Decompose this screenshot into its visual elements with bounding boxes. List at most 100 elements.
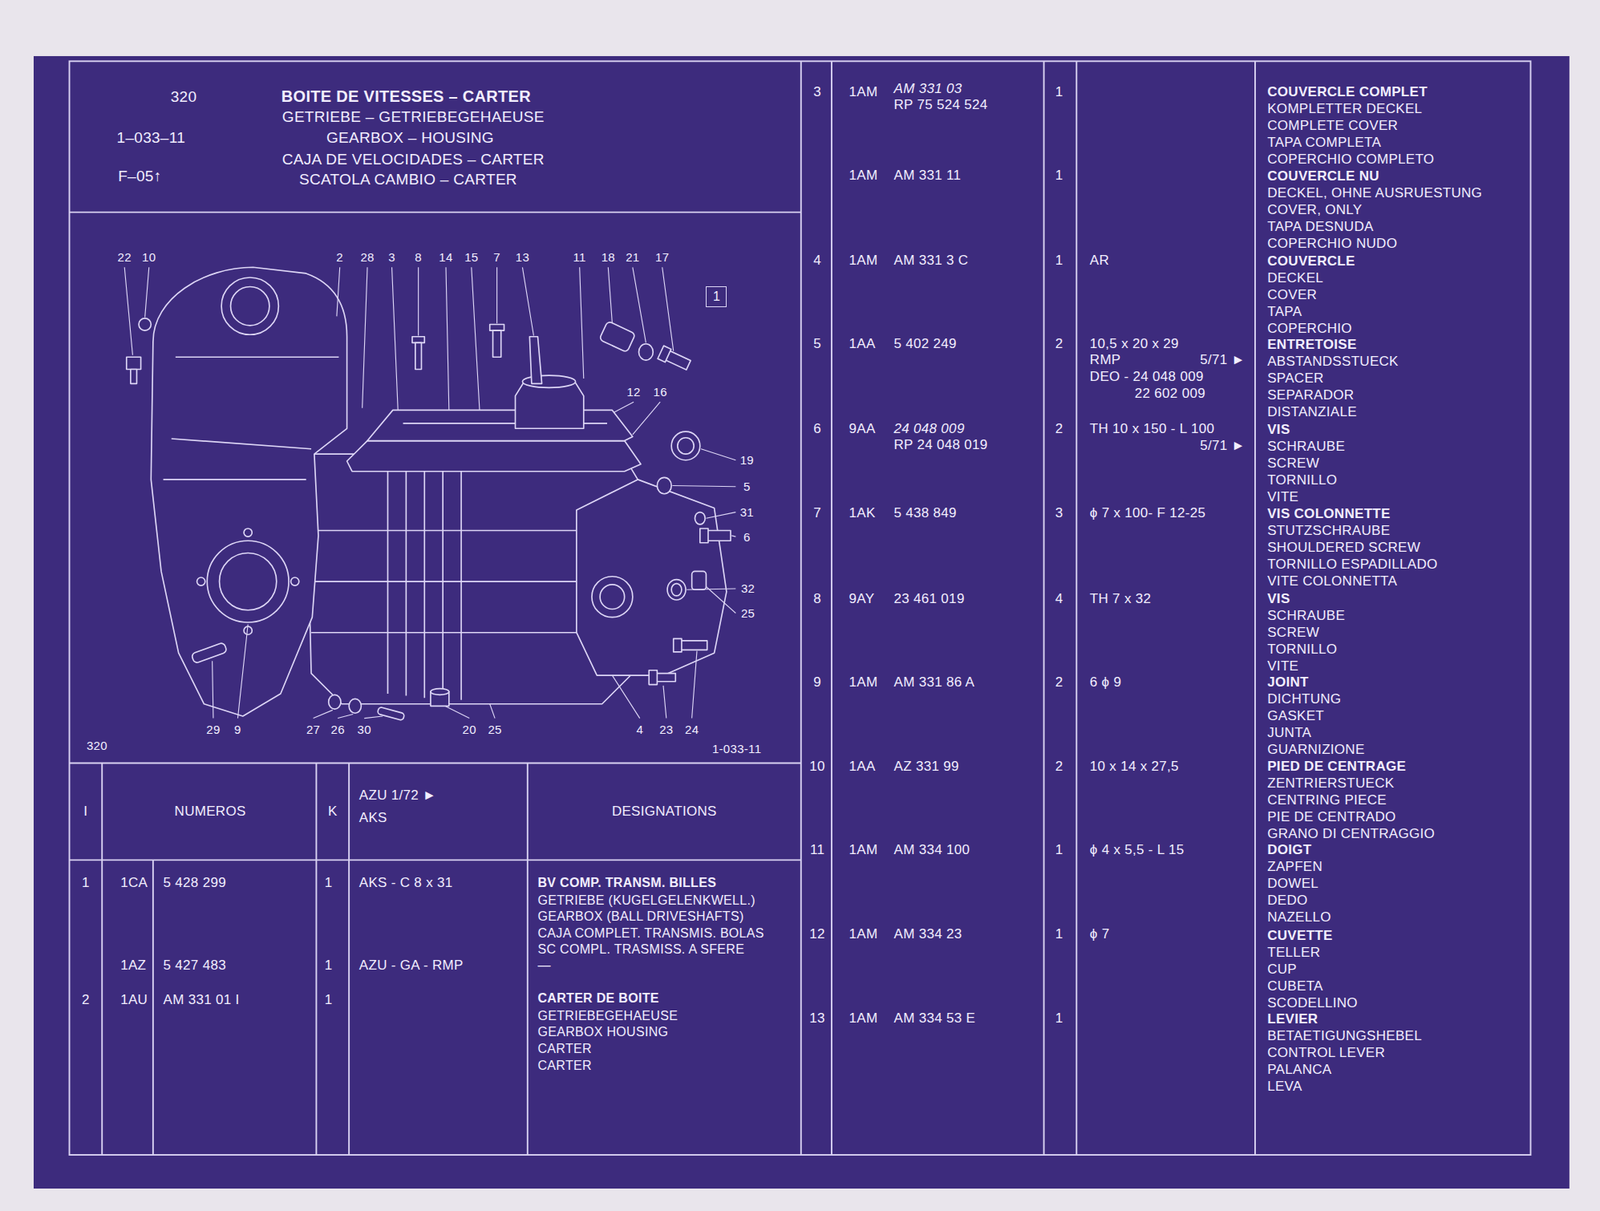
gearbox-illustration bbox=[230, 286, 270, 325]
table-cell: 6 ϕ 9 bbox=[1089, 674, 1122, 691]
header-text: CAJA DE VELOCIDADES – CARTER bbox=[282, 150, 545, 169]
table-cell: DESIGNATIONS bbox=[611, 803, 717, 820]
designation-text: GEARBOX (BALL DRIVESHAFTS) bbox=[538, 909, 745, 924]
callout-number: 320 bbox=[86, 738, 108, 753]
table-cell: RP 24 048 019 bbox=[894, 437, 989, 454]
table-cell: K bbox=[328, 803, 338, 820]
gearbox-illustration bbox=[130, 369, 138, 385]
callout-number: 14 bbox=[438, 250, 453, 264]
table-cell: GRANO DI CENTRAGGIO bbox=[1267, 826, 1435, 843]
gearbox-illustration bbox=[367, 409, 633, 441]
table-cell: DICHTUNG bbox=[1267, 691, 1341, 708]
reference-box: 1 bbox=[705, 286, 727, 308]
gearbox-illustration bbox=[415, 342, 422, 369]
designation-heading: COUVERCLE bbox=[1267, 253, 1355, 270]
leader-lines bbox=[124, 267, 736, 718]
table-cell: 9AA bbox=[849, 421, 876, 438]
table-cell: SCHRAUBE bbox=[1267, 438, 1345, 455]
table-cell: AZU 1/72 ► bbox=[359, 787, 437, 804]
table-cell: TAPA COMPLETA bbox=[1267, 134, 1382, 151]
table-cell: 1AM bbox=[849, 842, 879, 859]
table-cell: CUBETA bbox=[1267, 978, 1324, 995]
gearbox-illustration bbox=[648, 670, 657, 685]
gearbox-illustration bbox=[126, 356, 142, 369]
table-cell: 10 bbox=[809, 758, 826, 775]
callout-number: 25 bbox=[487, 722, 502, 737]
film-panel bbox=[33, 56, 1570, 1189]
table-cell: 3 bbox=[813, 84, 822, 101]
table-cell: COPERCHIO COMPLETO bbox=[1267, 151, 1434, 168]
table-cell: 1 bbox=[324, 874, 333, 892]
gearbox-illustration bbox=[490, 324, 505, 332]
table-cell: KOMPLETTER DECKEL bbox=[1267, 101, 1422, 118]
table-cell: VITE bbox=[1267, 489, 1299, 506]
designation-heading: DOIGT bbox=[1267, 842, 1312, 859]
designation-heading: CARTER DE BOITE bbox=[538, 991, 660, 1006]
table-cell: TELLER bbox=[1267, 944, 1321, 961]
table-cell: VITE COLONNETTA bbox=[1267, 573, 1398, 590]
table-cell: DEDO bbox=[1267, 892, 1308, 909]
callout-number: 15 bbox=[464, 250, 478, 264]
table-cell: TORNILLO bbox=[1267, 641, 1337, 658]
table-cell: SCREW bbox=[1267, 624, 1320, 641]
gearbox-illustration bbox=[522, 375, 576, 388]
callout-number: 11 bbox=[573, 250, 587, 264]
table-cell: 2 bbox=[1055, 421, 1064, 438]
designation-text: CARTER bbox=[538, 1041, 592, 1057]
gearbox-illustration bbox=[656, 477, 672, 494]
gearbox-illustration bbox=[221, 277, 279, 335]
gearbox-illustration bbox=[677, 437, 694, 454]
table-cell: DECKEL, OHNE AUSRUESTUNG bbox=[1267, 185, 1483, 202]
table-cell: 5/71 ► bbox=[1199, 352, 1245, 369]
callout-number: 32 bbox=[741, 581, 755, 596]
table-cell: SCHRAUBE bbox=[1267, 607, 1345, 624]
table-cell: TORNILLO ESPADILLADO bbox=[1267, 556, 1438, 573]
table-cell: 1AM bbox=[849, 167, 879, 184]
callout-number: 29 bbox=[206, 722, 220, 737]
designation-heading: JOINT bbox=[1267, 674, 1309, 691]
table-cell: 8 bbox=[813, 591, 822, 608]
table-cell: LEVA bbox=[1267, 1078, 1302, 1095]
designation-heading: PIED DE CENTRAGE bbox=[1267, 758, 1406, 775]
callout-number: 12 bbox=[626, 384, 640, 399]
table-cell: 1 bbox=[324, 992, 333, 1009]
gearbox-illustration bbox=[671, 583, 682, 596]
callout-number: 9 bbox=[234, 722, 242, 737]
callout-number: 7 bbox=[493, 250, 501, 264]
callout-number: 16 bbox=[653, 384, 668, 399]
table-cell: 24 048 009 bbox=[894, 421, 965, 438]
gearbox-illustration bbox=[667, 579, 686, 600]
header-text: 320 bbox=[170, 88, 198, 106]
designation-heading: VIS bbox=[1267, 421, 1290, 438]
table-cell: 6 bbox=[813, 421, 822, 438]
header-text: 1–033–11 bbox=[117, 129, 187, 147]
table-cell: 1AA bbox=[849, 758, 876, 775]
table-cell: TH 7 x 32 bbox=[1089, 591, 1151, 608]
table-cell: SPACER bbox=[1267, 370, 1324, 387]
designation-heading: COUVERCLE COMPLET bbox=[1267, 84, 1428, 101]
callout-number: 23 bbox=[659, 722, 673, 737]
gearbox-illustration bbox=[673, 638, 682, 653]
leader-lines bbox=[614, 401, 736, 613]
table-cell: AM 334 100 bbox=[894, 842, 971, 859]
table-cell: 1AK bbox=[849, 505, 876, 522]
table-cell: 4 bbox=[1055, 591, 1064, 608]
gearbox-illustration bbox=[529, 336, 542, 385]
table-cell: 5 428 299 bbox=[163, 874, 227, 892]
table-cell: STUTZSCHRAUBE bbox=[1267, 522, 1390, 539]
table-cell: AKS - C 8 x 31 bbox=[359, 874, 454, 892]
callout-number: 21 bbox=[625, 250, 640, 264]
table-cell: JUNTA bbox=[1267, 725, 1312, 742]
table-cell: 5 bbox=[813, 336, 822, 353]
table-cell: 2 bbox=[1055, 674, 1064, 691]
leader-lines bbox=[124, 267, 674, 410]
table-cell: 1 bbox=[1055, 84, 1064, 101]
gearbox-illustration bbox=[599, 320, 636, 353]
gearbox-illustration bbox=[638, 344, 653, 361]
designation-text: — bbox=[538, 958, 551, 973]
callout-number: 18 bbox=[601, 250, 616, 264]
designation-heading: VIS COLONNETTE bbox=[1267, 506, 1390, 523]
table-cell: TAPA DESNUDA bbox=[1267, 218, 1374, 235]
callout-number: 22 bbox=[117, 250, 132, 264]
table-cell: RMP bbox=[1089, 352, 1122, 369]
